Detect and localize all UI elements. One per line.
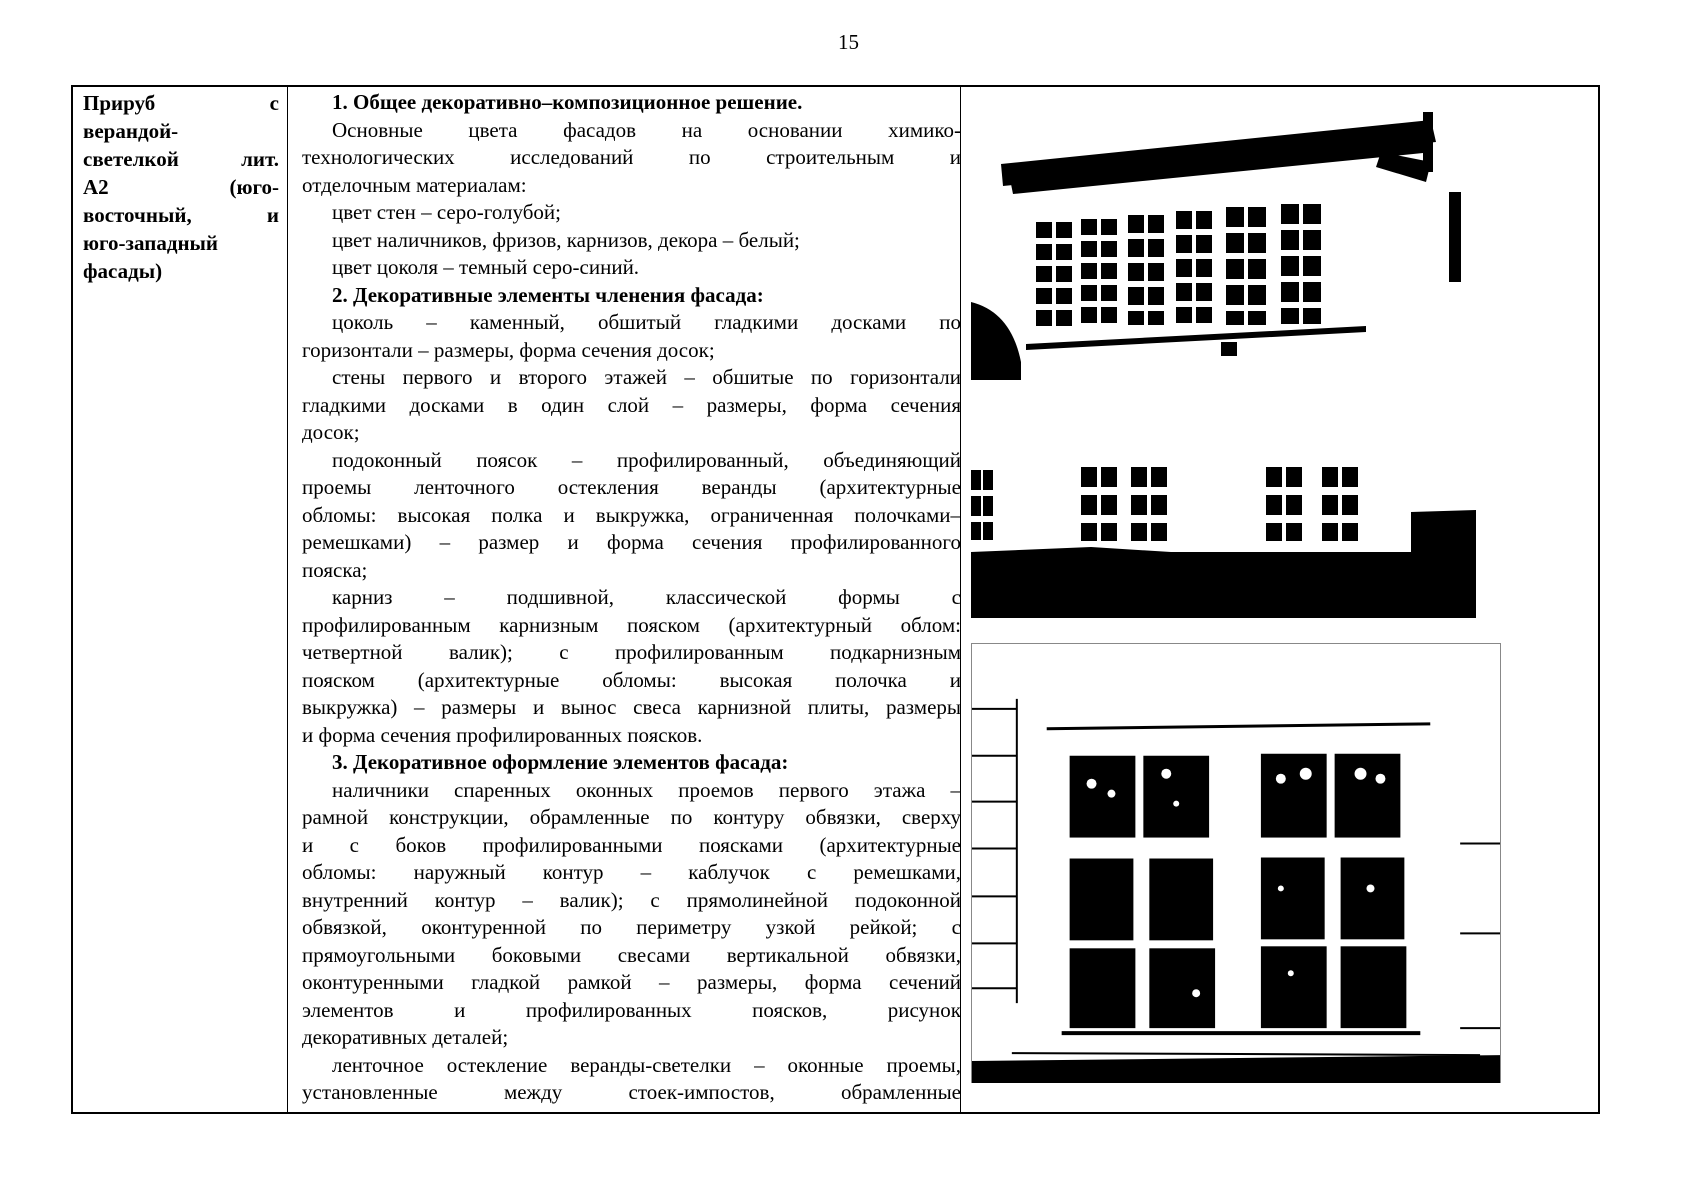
description-line: внутренний контур – валик); с прямолиней…: [302, 887, 961, 912]
object-name-line: Прируб с: [83, 91, 279, 115]
description-line: установленные между стоек-импостов, обра…: [302, 1080, 961, 1104]
description-cell: 1. Общее декоративно–композиционное реше…: [302, 89, 961, 1107]
object-name-line: фасады): [83, 259, 163, 283]
description-line: рамной конструкции, обрамленные по конту…: [302, 805, 961, 829]
description-line: элементов и профилированных поясков, рис…: [302, 997, 961, 1022]
section-heading: 2. Декоративные элементы членения фасада…: [332, 282, 764, 307]
description-line: четвертной валик); с профилированным под…: [302, 640, 961, 664]
description-line: цвет стен – серо-голубой;: [332, 200, 562, 224]
description-line: прямоугольными боковыми свесами вертикал…: [302, 942, 961, 967]
column-divider: [287, 87, 288, 1112]
description-line: наличники спаренных оконных проемов перв…: [332, 777, 961, 802]
description-line: цоколь – каменный, обшитый гладкими доск…: [332, 310, 961, 334]
section-heading: 1. Общее декоративно–композиционное реше…: [332, 90, 803, 114]
heritage-table: Прируб с верандой-светелкой лит. А2 (юго-в…: [71, 85, 1600, 1114]
object-name-cell: Прируб с верандой-светелкой лит. А2 (юго-в…: [83, 89, 279, 285]
object-name-line: А2 (юго-: [83, 175, 279, 199]
description-line: профилированным карнизным пояском (архит…: [302, 612, 961, 637]
veranda-facade-photo: [971, 112, 1476, 618]
description-line: пояском (архитектурные обломы: высокая п…: [302, 667, 961, 692]
description-line: и форма сечения профилированных поясков.: [302, 722, 703, 747]
description-line: Основные цвета фасадов на основании хими…: [332, 117, 961, 142]
description-line: подоконный поясок – профилированный, объ…: [332, 447, 961, 472]
description-line: пояска;: [302, 557, 368, 582]
description-line: технологических исследований по строител…: [302, 145, 961, 169]
column-divider: [960, 87, 961, 1112]
description-line: декоративных деталей;: [302, 1025, 509, 1049]
description-line: гладкими досками в один слой – размеры, …: [302, 392, 961, 417]
object-name-line: светелкой лит.: [83, 147, 279, 171]
description-line: стены первого и второго этажей – обшитые…: [332, 365, 961, 389]
section-heading: 3. Декоративное оформление элементов фас…: [332, 750, 789, 774]
object-name-line: восточный, и: [83, 203, 279, 227]
description-line: цвет наличников, фризов, карнизов, декор…: [332, 227, 800, 252]
description-line: карниз – подшивной, классической формы с: [332, 585, 961, 609]
description-line: горизонтали – размеры, форма сечения дос…: [302, 337, 715, 362]
description-line: и с боков профилированными поясками (арх…: [302, 832, 961, 857]
object-name-line: юго-западный: [83, 231, 219, 255]
description-line: отделочным материалам:: [302, 172, 527, 197]
page-number: 15: [838, 30, 859, 54]
description-line: оконтуренными гладкой рамкой – размеры, …: [302, 970, 961, 994]
description-line: цвет цоколя – темный серо-синий.: [332, 255, 640, 279]
description-line: обломы: высокая полка и выкружка, ограни…: [302, 502, 961, 527]
paired-window-photo: [971, 643, 1501, 1083]
description-line: проемы ленточного остекления веранды (ар…: [302, 475, 961, 499]
object-name-line: верандой-: [83, 119, 179, 143]
description-line: обломы: наружный контур – каблучок с рем…: [302, 860, 961, 884]
description-line: ремешками) – размер и форма сечения проф…: [302, 530, 961, 554]
description-line: досок;: [302, 420, 360, 444]
description-line: выкружка) – размеры и вынос свеса карниз…: [302, 695, 961, 719]
description-line: обвязкой, оконтуренной по периметру узко…: [302, 915, 961, 939]
description-line: ленточное остекление веранды-светелки – …: [332, 1052, 961, 1077]
